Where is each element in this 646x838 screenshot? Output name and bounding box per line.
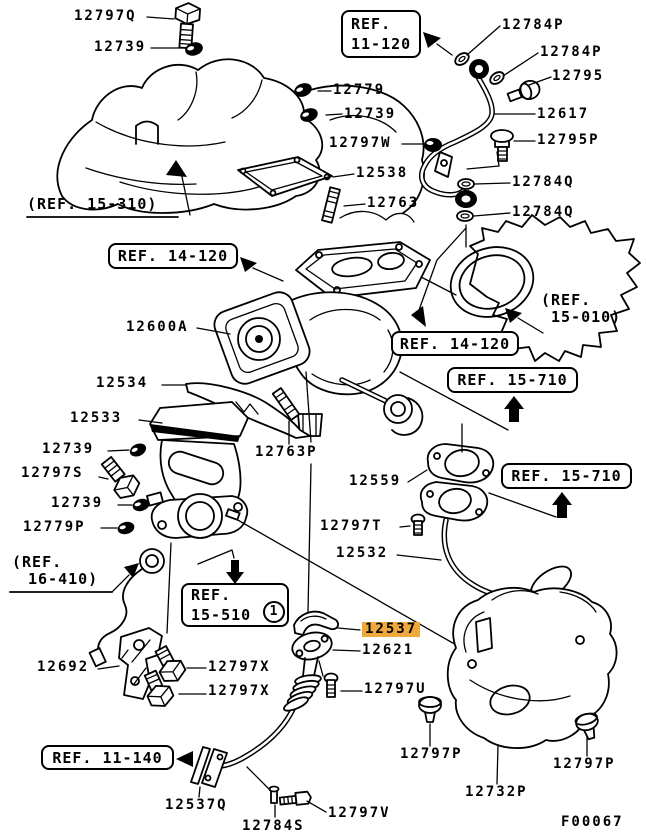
bolt-12797q-icon bbox=[174, 2, 201, 50]
ref-box-line: 15-510 bbox=[191, 606, 252, 624]
part-label[interactable]: 12692 bbox=[37, 659, 90, 675]
part-label[interactable]: 12795 bbox=[552, 68, 605, 84]
nut-12739-top-icon bbox=[185, 42, 203, 56]
ref-box-11-120[interactable]: REF. 11-120 bbox=[341, 10, 421, 58]
part-label[interactable]: 12797T bbox=[320, 518, 383, 534]
part-label[interactable]: 12797X bbox=[208, 659, 271, 675]
part-label[interactable]: 12534 bbox=[96, 375, 149, 391]
stud-12797t-icon bbox=[410, 513, 426, 536]
bolt-12795p-icon bbox=[490, 129, 514, 162]
ref-box-14-120[interactable]: REF. 14-120 bbox=[108, 243, 238, 269]
nut-12739-left1-icon bbox=[129, 443, 147, 457]
ref-note-line: (REF. bbox=[541, 291, 592, 309]
part-label[interactable]: 12797Q bbox=[74, 8, 137, 24]
part-label[interactable]: 12763P bbox=[255, 444, 318, 460]
part-label[interactable]: 12732P bbox=[465, 784, 528, 800]
ref-box-11-140[interactable]: REF. 11-140 bbox=[41, 745, 174, 770]
nut-12739-left2-icon bbox=[132, 498, 150, 512]
part-label[interactable]: 12779P bbox=[23, 519, 86, 535]
part-label[interactable]: 12797W bbox=[329, 135, 392, 151]
part-label-highlighted[interactable]: 12537 bbox=[362, 622, 421, 637]
figure-code: F00067 bbox=[561, 814, 624, 830]
part-label[interactable]: 12538 bbox=[356, 165, 409, 181]
part-label[interactable]: 12784P bbox=[502, 17, 565, 33]
nut-12739-icon bbox=[300, 108, 318, 122]
bolt-12797x2-icon bbox=[143, 669, 175, 707]
stud-12763p-icon bbox=[271, 387, 301, 421]
oxygen-sensor-drawing bbox=[88, 548, 165, 668]
oil-pipe-12617-drawing bbox=[418, 52, 541, 248]
bolt-12797u-icon bbox=[318, 660, 339, 698]
exhaust-fitting-drawing bbox=[146, 401, 249, 539]
part-label[interactable]: 12763 bbox=[367, 195, 420, 211]
part-label[interactable]: 12621 bbox=[362, 642, 415, 658]
part-label[interactable]: 12784S bbox=[242, 818, 305, 834]
ref-box-line: 11-120 bbox=[351, 35, 412, 53]
bolt-12797p1-icon bbox=[418, 696, 442, 723]
pin-12784s-icon bbox=[268, 785, 280, 804]
bolt-12797v-icon bbox=[278, 790, 312, 806]
part-label[interactable]: 12784P bbox=[540, 44, 603, 60]
part-label[interactable]: 12797X bbox=[208, 683, 271, 699]
part-label[interactable]: 12797S bbox=[21, 465, 84, 481]
flange-12621-drawing bbox=[291, 631, 333, 677]
ref-box-15-710[interactable]: REF. 15-710 bbox=[447, 367, 578, 393]
part-label[interactable]: 12795P bbox=[537, 132, 600, 148]
ref-box-line: REF. bbox=[351, 15, 392, 33]
ref-box-15-710[interactable]: REF. 15-710 bbox=[501, 463, 632, 489]
part-label[interactable]: 12779 bbox=[333, 82, 386, 98]
gasket-12538-drawing bbox=[237, 156, 333, 197]
bolt-12795-icon bbox=[506, 79, 541, 103]
ref-note-15-010: (REF. 15-010) bbox=[541, 292, 621, 326]
heat-shield-12732p-drawing bbox=[446, 586, 618, 749]
part-label[interactable]: 12617 bbox=[537, 106, 590, 122]
ref-note-16-410: (REF. 16-410) bbox=[12, 554, 98, 588]
part-label[interactable]: 12739 bbox=[344, 106, 397, 122]
gasket-12559-drawing bbox=[426, 423, 495, 484]
ref-box-15-510[interactable]: REF. 15-510 1 bbox=[181, 583, 289, 627]
ref-box-line: REF. bbox=[191, 586, 232, 604]
part-label[interactable]: 12739 bbox=[51, 495, 104, 511]
ref-arrows bbox=[9, 32, 572, 767]
nut-12779p-icon bbox=[117, 521, 135, 535]
clamp-12537-drawing bbox=[293, 610, 339, 636]
bolt-12797x1-icon bbox=[154, 645, 187, 682]
part-label[interactable]: 12533 bbox=[70, 410, 123, 426]
ref-note-line: 16-410) bbox=[28, 570, 99, 588]
part-label[interactable]: 12797P bbox=[553, 756, 616, 772]
part-label[interactable]: 12739 bbox=[94, 39, 147, 55]
bolt-12797p2-icon bbox=[574, 712, 599, 741]
ref-badge: 1 bbox=[263, 601, 285, 623]
part-label[interactable]: 12600A bbox=[126, 319, 189, 335]
ref-box-14-120[interactable]: REF. 14-120 bbox=[391, 331, 519, 356]
nut-12779-icon bbox=[294, 83, 312, 97]
stud-12763-icon bbox=[321, 186, 341, 224]
part-label[interactable]: 12784Q bbox=[512, 174, 575, 190]
part-label[interactable]: 12797V bbox=[328, 805, 391, 821]
part-label[interactable]: 12797U bbox=[364, 681, 427, 697]
leader-lines bbox=[97, 16, 588, 818]
ref-note-line: 15-010) bbox=[551, 308, 622, 326]
part-label[interactable]: 12532 bbox=[336, 545, 389, 561]
part-label[interactable]: 12537Q bbox=[165, 797, 228, 813]
part-label[interactable]: 12559 bbox=[349, 473, 402, 489]
part-label[interactable]: 12784Q bbox=[512, 204, 575, 220]
structure-lines bbox=[166, 371, 459, 647]
exhaust-manifold-drawing bbox=[309, 84, 425, 223]
nut-12797w-icon bbox=[424, 138, 453, 178]
oil-return-pipe-drawing bbox=[190, 674, 322, 806]
bolt-12797s-icon bbox=[100, 456, 141, 499]
ref-note-line: (REF. bbox=[12, 553, 63, 571]
part-label[interactable]: 12739 bbox=[42, 441, 95, 457]
ref-note-15-310: (REF. 15-310) bbox=[27, 195, 158, 213]
part-label[interactable]: 12797P bbox=[400, 746, 463, 762]
